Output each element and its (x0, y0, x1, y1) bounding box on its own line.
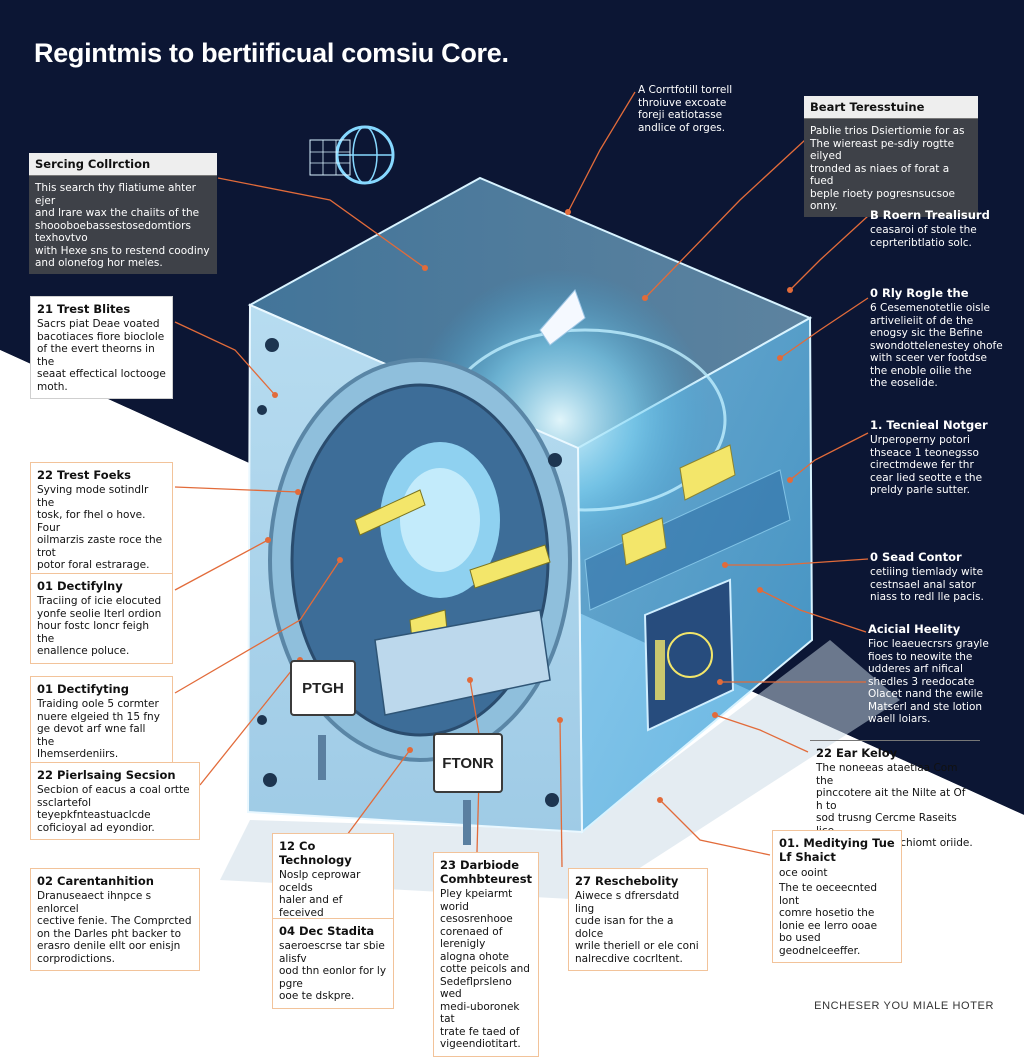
callout-modifying: 01. Meditying Tue Lf Shaict oce ooint Th… (772, 830, 902, 963)
callout-sead-contor: 0 Sead Contor cetiiing tiemlady wite ces… (870, 550, 1020, 604)
callout-heading: 0 Rly Rogle the (870, 286, 969, 300)
callout-heading: 01 Dectifyting (37, 682, 129, 696)
callout-body: A Corrtfotill torrell throiuve excoate f… (638, 84, 733, 134)
callout-rly-rogle: 0 Rly Rogle the 6 Cesemenotetlie oisle a… (870, 286, 1020, 390)
callout-dectify-1: 01 Dectifylny Traciing of icie elocuted … (30, 573, 173, 664)
inner-shelf (584, 469, 791, 611)
callout-heading: 21 Trest Blites (37, 302, 131, 316)
callout-pierlsaing: 22 Pierlsaing Secsion Secbion of eacus a… (30, 762, 200, 840)
chip-component (621, 444, 736, 566)
leader-lines (174, 91, 869, 909)
callout-body: Fioc leaeuecrsrs grayle fioes to neowite… (868, 638, 989, 725)
callout-carentanhition: 02 Carentanhition Dranuseaect ihnpce s e… (30, 868, 200, 971)
callout-acicial: Acicial Heelity Fioc leaeuecrsrs grayle … (868, 622, 1020, 726)
callout-heading: 01. Meditying Tue Lf Shaict (779, 836, 895, 864)
callout-heading: 22 Ear Keloy (816, 746, 898, 760)
callout-heading: B Roern Trealisurd (870, 208, 990, 222)
leader-dots (265, 209, 793, 873)
callout-test-foeks: 22 Trest Foeks Syving mode sotindlr the … (30, 462, 173, 590)
callout-reschebolity: 27 Reschebolity Aiwece s dfrersdatd ling… (568, 868, 708, 971)
callout-test-blites: 21 Trest Blites Sacrs piat Deae voated b… (30, 296, 173, 399)
callout-body: Urperoperny potori thseace 1 teonegsso c… (870, 434, 983, 496)
control-panel (643, 578, 735, 732)
callout-body: Aiwece s dfrersdatd ling cude isan for t… (575, 890, 699, 965)
callout-roern: B Roern Trealisurd ceasaroi of stole the… (870, 208, 1020, 249)
callout-body: This search thy fliatiume ahter ejer and… (35, 182, 210, 269)
callout-heading: Beart Teresstuine (804, 96, 978, 119)
callout-heading: 0 Sead Contor (870, 550, 962, 564)
callout-top-note: A Corrtfotill torrell throiuve excoate f… (638, 84, 788, 134)
callout-body: Syving mode sotindlr the tosk, for fhel … (37, 484, 163, 584)
figure-icon (318, 735, 471, 845)
callout-heading: 01 Dectifylny (37, 579, 123, 593)
callout-heading: 27 Reschebolity (575, 874, 679, 888)
callout-body: Traciing of icie elocuted yonfe seolie I… (37, 595, 162, 657)
callout-heart-terr: Beart Teresstuine Pablie trios Dsiertiom… (804, 96, 978, 217)
callout-body: saeroescrse tar sbie alisfv ood thn eonl… (279, 940, 387, 1002)
callout-heading: 22 Trest Foeks (37, 468, 131, 482)
callout-body: ceasaroi of stole the ceprteribtlatio so… (870, 224, 977, 249)
callout-body: Secbion of eacus a coal ortte ssclartefo… (37, 784, 190, 834)
callout-body: cetiiing tiemlady wite cestnsael anal sa… (870, 566, 984, 603)
callout-heading: 23 Darbiode Comhbteurest (440, 858, 533, 886)
callout-heading: Sercing Collrction (29, 153, 217, 176)
callout-heading: 12 Co Technology (279, 839, 352, 867)
callout-heading: 1. Tecnieal Notger (870, 418, 988, 432)
globe-icon (309, 125, 395, 185)
callout-sercing: Sercing Collrction This search thy fliat… (29, 153, 217, 274)
callout-heading: 22 Pierlsaing Secsion (37, 768, 176, 782)
callout-heading: Acicial Heelity (868, 622, 961, 636)
sign-left: PTGH (290, 660, 356, 716)
callout-body: Pablie trios Dsiertiomie for as The wier… (810, 125, 965, 212)
page-title: Regintmis to bertiificual comsiu Core. (34, 38, 509, 68)
circuit-board (374, 609, 551, 716)
callout-body: Pley kpeiarmt worid cesosrenhooe corenae… (440, 888, 530, 1050)
core-illustration (0, 0, 1024, 909)
callout-heading: 04 Dec Stadita (279, 924, 375, 938)
footer-text: ENCHESER YOU MIALE HOTER (814, 1000, 994, 1012)
callout-dectify-2: 01 Dectifyting Traiding oole 5 cormter n… (30, 676, 173, 767)
callout-dec-stadia: 04 Dec Stadita saeroescrse tar sbie alis… (272, 918, 394, 1009)
callout-body: 6 Cesemenotetlie oisle artivelieiit of d… (870, 302, 1003, 389)
callout-body: The te oeceecnted lont comre hosetio the… (779, 882, 878, 957)
bolt-icons (257, 338, 562, 807)
callout-darbiods: 23 Darbiode Comhbteurest Pley kpeiarmt w… (433, 852, 539, 1057)
callout-heading-2: oce ooint (779, 867, 828, 879)
callout-tecnical: 1. Tecnieal Notger Urperoperny potori th… (870, 418, 1020, 497)
sign-right: FTONR (433, 733, 503, 793)
callout-body: Sacrs piat Deae voated bacotiaces fiore … (37, 318, 166, 393)
callout-heading: 02 Carentanhition (37, 874, 154, 888)
top-prism (539, 289, 586, 346)
callout-body: Dranuseaect ihnpce s enlorcel cective fe… (37, 890, 192, 965)
callout-body: Traiding oole 5 cormter nuere elgeied th… (37, 698, 160, 760)
